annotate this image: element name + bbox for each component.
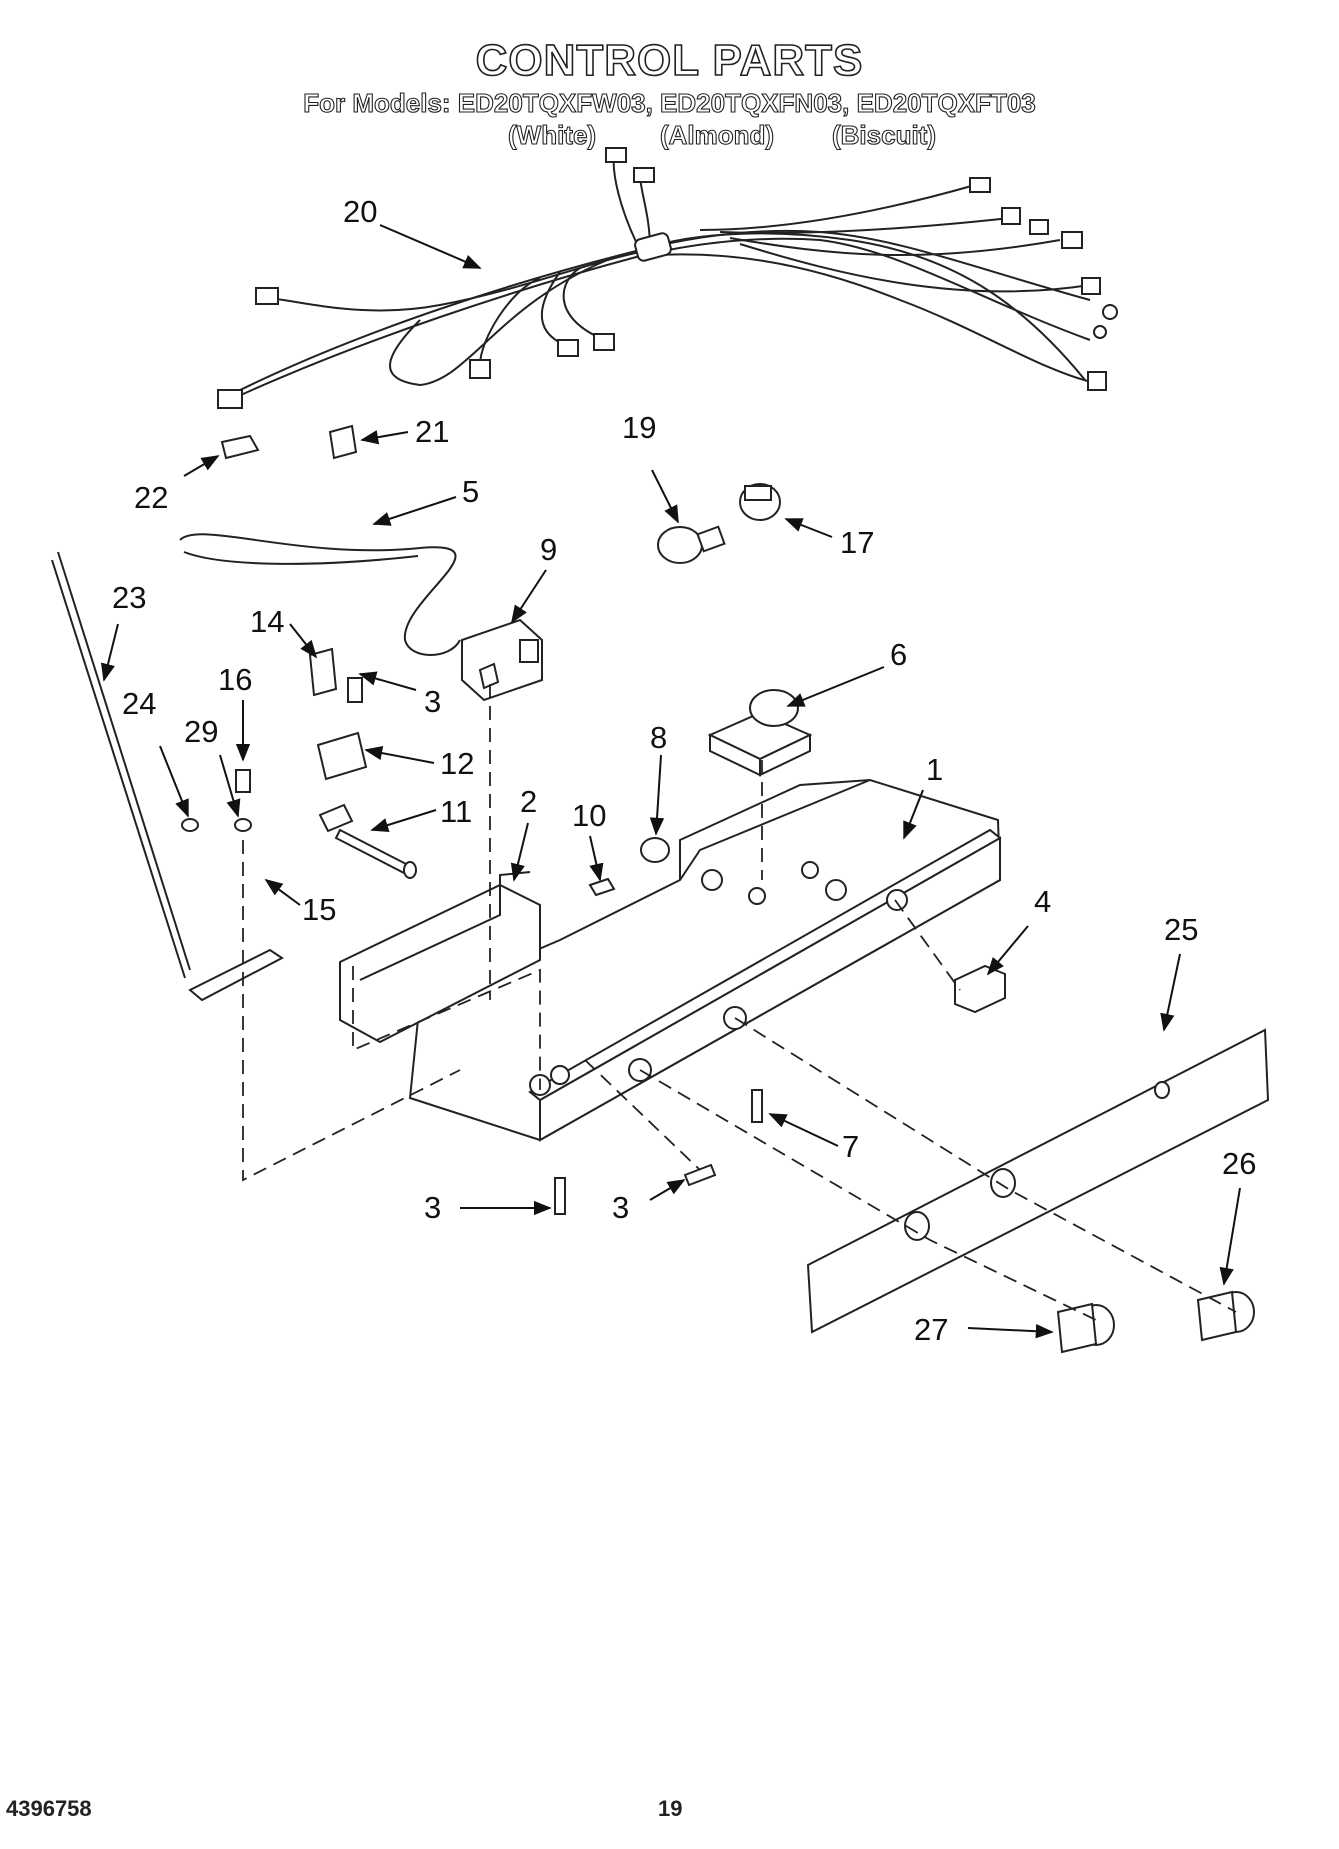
callout-labels: 20 21 22 19 17 5 9 23 14 16 3 24 29 12 6… — [112, 194, 1256, 1347]
knob-27 — [1056, 1302, 1115, 1354]
screw-3-top — [347, 677, 363, 703]
defrost-timer — [707, 689, 813, 777]
callout-20: 20 — [343, 194, 377, 229]
callout-22: 22 — [134, 480, 168, 515]
callout-5: 5 — [462, 474, 479, 509]
clip-22 — [220, 434, 260, 460]
variant-almond: (Almond) — [659, 119, 775, 150]
callout-24: 24 — [122, 686, 156, 721]
callout-16: 16 — [218, 662, 252, 697]
control-panel — [806, 1028, 1270, 1334]
doc-number: 4396758 — [6, 1796, 92, 1821]
callout-26: 26 — [1222, 1146, 1256, 1181]
callout-1: 1 — [926, 752, 943, 787]
callout-9: 9 — [540, 532, 557, 567]
sensor-14 — [308, 647, 338, 697]
callout-3-top: 3 — [424, 684, 441, 719]
screw-10 — [588, 877, 616, 897]
screw-3-bottom — [554, 1177, 566, 1215]
alignment-lines — [242, 684, 1237, 1321]
callout-6: 6 — [890, 637, 907, 672]
screw-3-side — [683, 1163, 717, 1187]
callout-12: 12 — [440, 746, 474, 781]
light-bulb — [657, 525, 726, 564]
thermostat — [461, 618, 543, 702]
models-line: For Models: ED20TQXFW03, ED20TQXFN03, ED… — [303, 87, 1037, 118]
leader-arrows — [100, 224, 1241, 1339]
callout-27: 27 — [914, 1312, 948, 1347]
callout-23: 23 — [112, 580, 146, 615]
plug-8 — [640, 837, 670, 863]
callout-8: 8 — [650, 720, 667, 755]
screw-7 — [751, 1089, 763, 1123]
callout-3-right: 3 — [612, 1190, 629, 1225]
callout-17: 17 — [840, 525, 874, 560]
rod-23 — [57, 551, 191, 971]
page-number: 19 — [658, 1796, 683, 1821]
washer-24 — [181, 818, 199, 832]
callout-29: 29 — [184, 714, 218, 749]
callout-21: 21 — [415, 414, 449, 449]
screw-16 — [235, 769, 251, 793]
switch-4 — [954, 964, 1006, 1014]
callout-25: 25 — [1164, 912, 1198, 947]
lever-15 — [188, 948, 284, 1002]
variant-biscuit: (Biscuit) — [831, 119, 936, 150]
variant-white: (White) — [507, 119, 597, 150]
washer-29 — [234, 818, 252, 832]
callout-19: 19 — [622, 410, 656, 445]
wire-harness — [217, 147, 1118, 409]
control-knob-shaft — [318, 803, 417, 879]
callout-4: 4 — [1034, 884, 1051, 919]
clip-21 — [328, 424, 358, 460]
light-socket — [739, 483, 781, 521]
callout-11: 11 — [440, 794, 472, 829]
capillary-tube — [179, 533, 461, 656]
knob-26 — [1196, 1290, 1255, 1342]
callout-2: 2 — [520, 784, 537, 819]
callout-3-left: 3 — [424, 1190, 441, 1225]
callout-10: 10 — [572, 798, 606, 833]
bracket-12 — [316, 731, 368, 781]
callout-14: 14 — [250, 604, 284, 639]
callout-7: 7 — [842, 1129, 859, 1164]
page-title: CONTROL PARTS — [475, 35, 864, 86]
callout-15: 15 — [302, 892, 336, 927]
